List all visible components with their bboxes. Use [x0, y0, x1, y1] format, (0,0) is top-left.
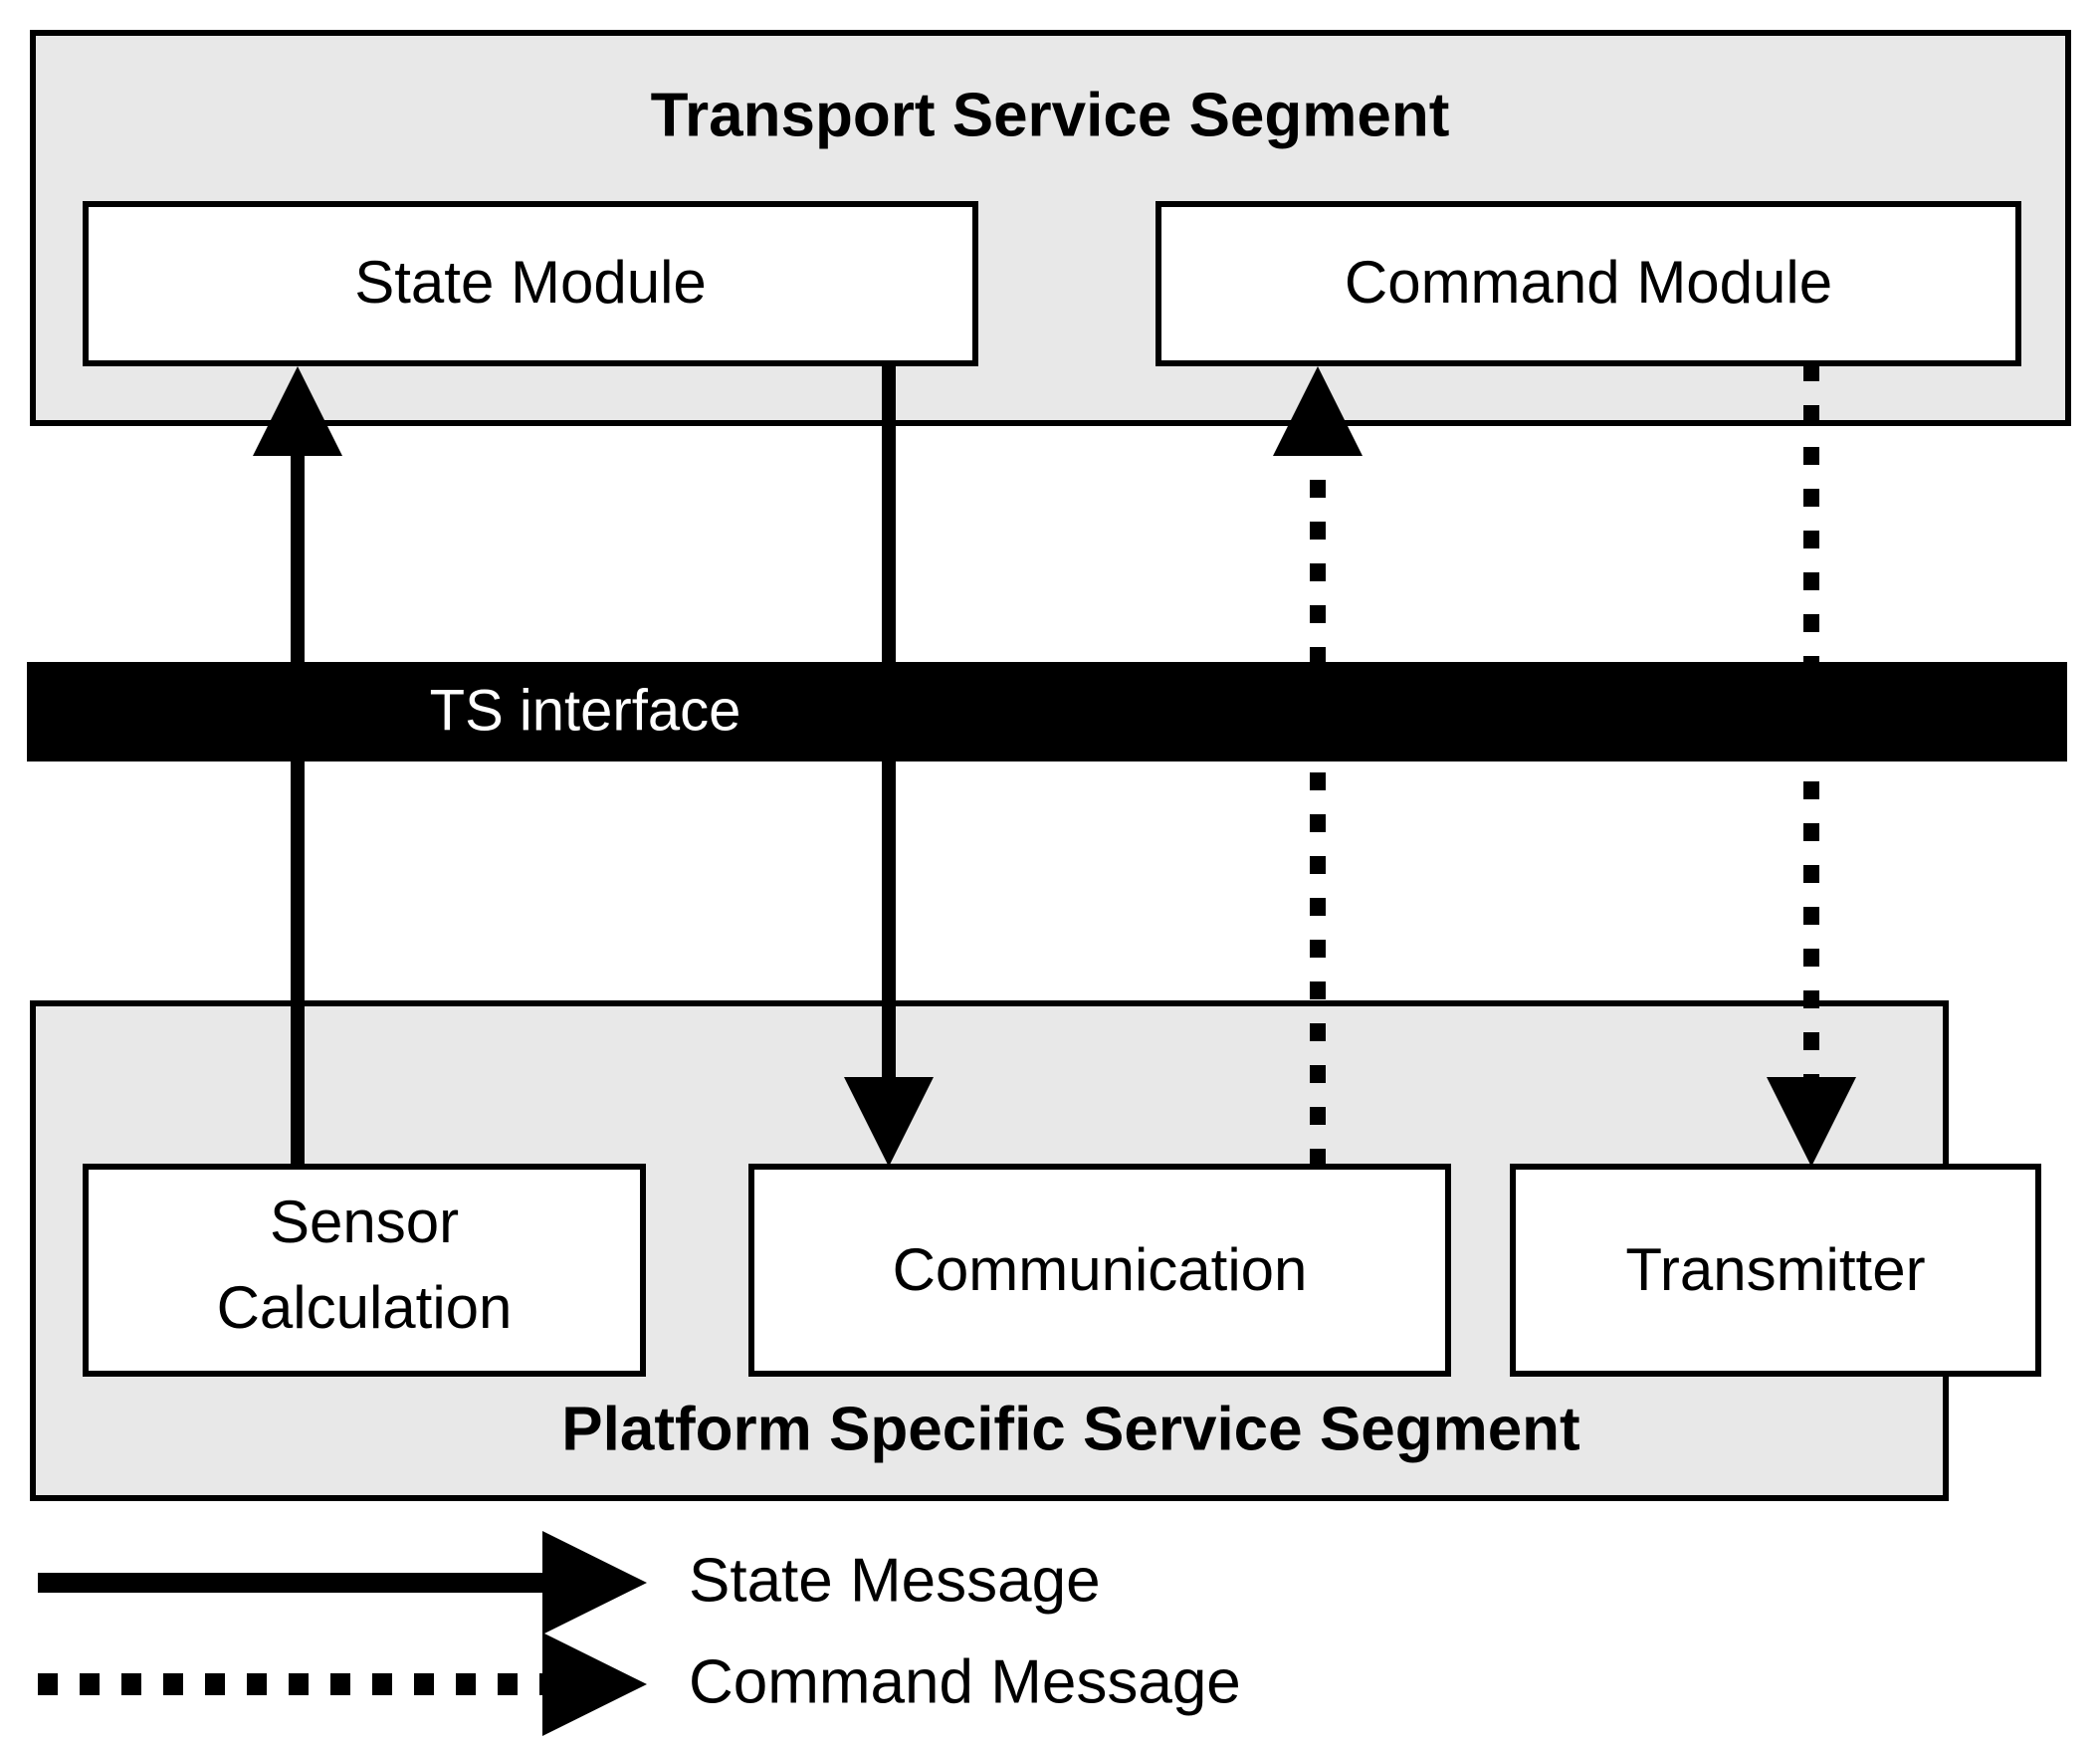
legend-command-message-label: Command Message — [689, 1647, 1241, 1716]
legend-dotted-arrow-head — [542, 1633, 647, 1736]
command-module-box[interactable] — [1155, 201, 2021, 366]
sensor-calculation-label-line1: Sensor — [270, 1189, 459, 1255]
communication-box[interactable] — [748, 1164, 1451, 1377]
transmitter-box[interactable] — [1510, 1164, 2041, 1377]
legend-item-command-message: Command Message — [38, 1633, 1241, 1736]
communication-label: Communication — [893, 1236, 1308, 1303]
ts-interface-bar — [27, 662, 2067, 762]
arrow-head-down-transmitter — [1767, 1077, 1856, 1167]
legend-state-message-label: State Message — [689, 1546, 1101, 1615]
arrow-head-up-command-module — [1273, 366, 1363, 456]
flow-communication-to-command-module — [1273, 366, 1363, 1167]
arrow-head-up-state-module — [253, 366, 342, 456]
legend-item-state-message: State Message — [38, 1531, 1101, 1634]
transport-service-segment-title: Transport Service Segment — [651, 81, 1450, 149]
command-module-label: Command Module — [1345, 249, 1832, 316]
transmitter-label: Transmitter — [1625, 1236, 1925, 1303]
flow-command-module-to-transmitter — [1767, 363, 1856, 1167]
ts-interface-label: TS interface — [430, 678, 741, 743]
legend-solid-arrow-head — [542, 1531, 647, 1634]
state-module-label: State Module — [354, 249, 707, 316]
state-module-box[interactable] — [83, 201, 978, 366]
arrow-head-down-communication — [844, 1077, 934, 1167]
sensor-calculation-label-line2: Calculation — [217, 1274, 513, 1341]
sensor-calculation-box[interactable] — [83, 1164, 646, 1377]
legend: State Message Command Message — [38, 1531, 1241, 1736]
flow-state-module-to-communication — [844, 363, 934, 1167]
flow-sensor-calculation-to-state-module — [253, 366, 342, 1167]
platform-specific-service-segment-title: Platform Specific Service Segment — [561, 1395, 1579, 1463]
